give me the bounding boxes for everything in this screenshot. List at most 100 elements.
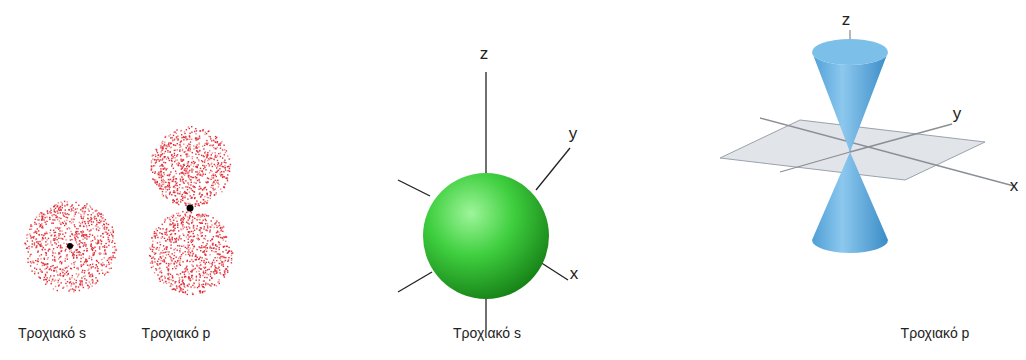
cloud-dot	[174, 200, 175, 201]
cloud-dot	[33, 238, 34, 239]
cloud-dot	[68, 209, 69, 210]
cloud-dot	[92, 240, 93, 241]
cloud-dot	[35, 231, 36, 232]
cloud-dot	[166, 169, 167, 170]
cloud-dot	[213, 159, 214, 160]
cloud-dot	[112, 235, 113, 236]
cloud-dot	[227, 170, 228, 171]
cloud-dot	[76, 233, 77, 234]
cloud-dot	[174, 153, 175, 154]
cloud-dot	[84, 270, 85, 271]
cloud-dot	[90, 217, 91, 218]
cloud-dot	[59, 268, 60, 269]
cloud-dot	[50, 241, 51, 242]
cloud-dot	[68, 273, 69, 274]
cloud-dot	[177, 202, 178, 203]
cloud-dot	[180, 199, 181, 200]
cloud-dot	[186, 153, 187, 154]
cloud-dot	[156, 161, 157, 162]
cloud-dot	[204, 134, 205, 135]
cloud-dot	[216, 181, 217, 182]
cloud-dot	[214, 265, 215, 266]
cloud-dot	[151, 258, 152, 259]
cloud-dot	[61, 262, 62, 263]
cloud-dot	[30, 235, 31, 236]
cloud-dot	[30, 265, 31, 266]
cloud-dot	[40, 258, 41, 259]
cloud-dot	[84, 242, 85, 243]
cloud-dot	[49, 268, 50, 269]
cloud-dot	[71, 268, 72, 269]
cloud-dot	[193, 148, 194, 149]
cloud-dot	[206, 140, 207, 141]
cloud-dot	[195, 154, 196, 155]
cloud-dot	[205, 263, 206, 264]
cloud-dot	[81, 218, 82, 219]
cloud-dot	[192, 293, 193, 294]
cloud-dot	[112, 235, 113, 236]
cloud-dot	[53, 230, 54, 231]
cloud-dot	[75, 202, 76, 203]
cloud-dot	[220, 176, 221, 177]
cloud-dot	[116, 249, 117, 250]
cloud-dot	[26, 235, 27, 236]
cloud-dot	[174, 187, 175, 188]
cloud-dot	[25, 244, 26, 245]
cloud-dot	[175, 185, 176, 186]
cloud-dot	[95, 283, 96, 284]
cloud-dot	[192, 177, 193, 178]
cloud-dot	[225, 162, 226, 163]
cloud-dot	[85, 223, 86, 224]
cloud-dot	[107, 237, 108, 238]
cloud-dot	[86, 225, 87, 226]
cloud-dot	[210, 179, 211, 180]
cloud-dot	[210, 247, 211, 248]
cloud-dot	[101, 241, 102, 242]
cloud-dot	[103, 227, 104, 228]
cloud-dot	[36, 238, 37, 239]
cloud-dot	[163, 245, 164, 246]
cloud-dot	[180, 165, 181, 166]
cloud-dot	[61, 202, 62, 203]
cloud-dot	[198, 286, 199, 287]
cloud-dot	[213, 144, 214, 145]
cloud-dot	[106, 264, 107, 265]
cloud-dot	[93, 254, 94, 255]
cloud-dot	[80, 281, 81, 282]
cloud-dot	[196, 215, 197, 216]
cloud-dot	[42, 218, 43, 219]
cloud-dot	[216, 220, 217, 221]
cloud-dot	[210, 192, 211, 193]
cloud-dot	[174, 200, 175, 201]
cloud-dot	[41, 239, 42, 240]
cloud-dot	[62, 238, 63, 239]
cloud-dot	[217, 170, 218, 171]
cloud-dot	[166, 197, 167, 198]
cloud-dot	[100, 253, 101, 254]
cloud-dot	[162, 165, 163, 166]
cloud-dot	[210, 187, 211, 188]
cloud-dot	[187, 145, 188, 146]
cloud-dot	[82, 211, 83, 212]
cloud-dot	[75, 209, 76, 210]
cloud-dot	[60, 212, 61, 213]
cloud-dot	[50, 210, 51, 211]
cloud-dot	[185, 193, 186, 194]
cloud-dot	[160, 171, 161, 172]
cloud-dot	[55, 215, 56, 216]
cloud-dot	[89, 236, 90, 237]
cloud-dot	[91, 244, 92, 245]
cloud-dot	[46, 279, 47, 280]
cloud-dot	[176, 178, 177, 179]
cloud-dot	[212, 238, 213, 239]
cloud-dot	[98, 230, 99, 231]
cloud-dot	[229, 166, 230, 167]
cloud-dot	[209, 159, 210, 160]
cloud-dot	[182, 179, 183, 180]
cloud-dot	[69, 221, 70, 222]
cloud-dot	[45, 241, 46, 242]
cloud-dot	[192, 217, 193, 218]
cloud-dot	[162, 141, 163, 142]
cloud-dot	[201, 155, 202, 156]
cloud-dot	[180, 146, 181, 147]
